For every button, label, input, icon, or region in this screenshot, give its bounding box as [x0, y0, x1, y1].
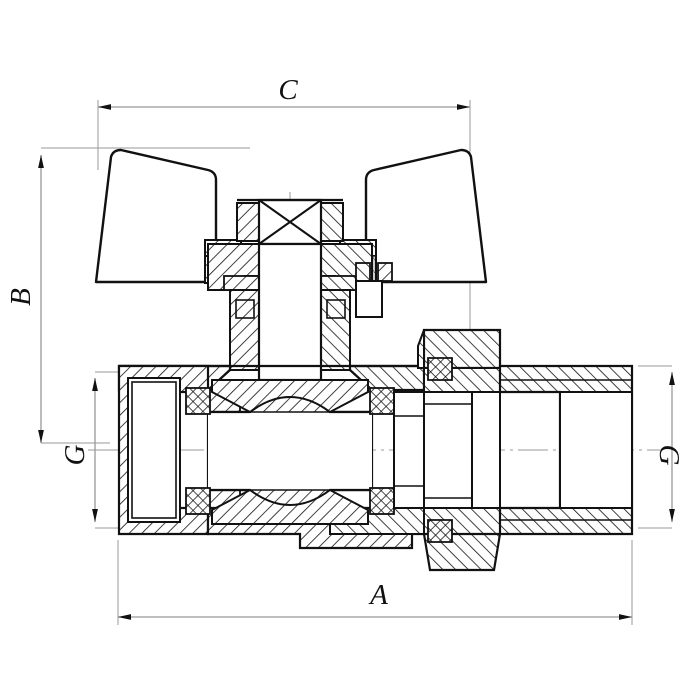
dimension-G-left-label: G — [59, 444, 91, 465]
dimension-C: C — [98, 74, 470, 110]
union-oring — [427, 357, 453, 543]
valve-stem — [250, 242, 330, 415]
right-port — [498, 364, 634, 536]
dimension-A: A — [118, 579, 632, 620]
right-wing-handle[interactable] — [364, 148, 488, 284]
dimension-G-left: G — [59, 378, 98, 522]
stop-pin — [355, 256, 393, 318]
seat-seal-left — [185, 387, 211, 515]
dimension-B-label: B — [5, 288, 37, 306]
stem-nut — [236, 198, 344, 246]
dimension-C-label: C — [278, 74, 298, 106]
dimension-G-right-label: G — [653, 445, 685, 466]
packing-gland — [207, 243, 373, 371]
ball — [206, 379, 374, 525]
dimension-A-label: A — [368, 579, 388, 611]
dimension-G-right: G — [653, 372, 685, 522]
left-wing-handle[interactable] — [94, 148, 218, 284]
dimension-B: B — [5, 155, 44, 443]
